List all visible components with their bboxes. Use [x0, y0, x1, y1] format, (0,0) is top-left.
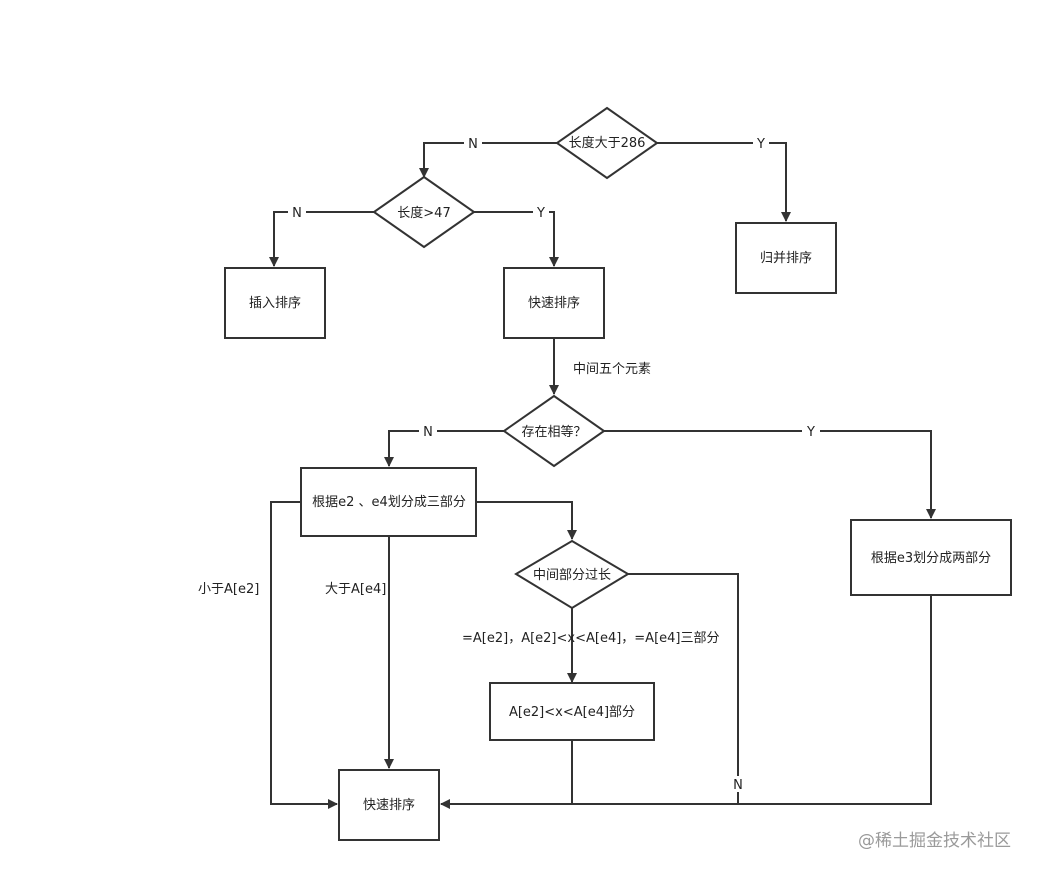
- insert-sort-label: 插入排序: [249, 296, 301, 311]
- quick-sort-2-label: 快速排序: [363, 798, 415, 813]
- edge-len286-to-merge: [657, 142, 791, 222]
- edge-label-equal-y: Y: [806, 425, 815, 440]
- decision-equal-label: 存在相等？: [521, 424, 586, 440]
- edge-label-less-e2: 小于A[e2]: [198, 582, 259, 597]
- quick-sort-1-label: 快速排序: [528, 296, 580, 311]
- decision-mid-long-label: 中间部分过长: [533, 568, 611, 583]
- edge-label-len47-y: Y: [536, 206, 545, 221]
- edge-len286-to-len47: [419, 142, 557, 178]
- split-three-label: 根据e2 、e4划分成三部分: [312, 495, 466, 510]
- box-merge-sort: [735, 222, 837, 294]
- edge-label-mid-long-n: N: [733, 778, 743, 793]
- mid-part-label: A[e2]<x<A[e4]部分: [509, 705, 635, 720]
- box-insert-sort: [224, 267, 326, 339]
- edge-equal-to-split-three: [384, 430, 504, 467]
- merge-sort-label: 归并排序: [760, 251, 812, 266]
- edge-label-len47-n: N: [292, 206, 302, 221]
- decision-len286: [555, 106, 659, 180]
- edge-less-e2-to-quick2: [270, 501, 338, 809]
- box-quick-sort-1: [503, 267, 605, 339]
- watermark: @稀土掘金技术社区: [858, 831, 1011, 851]
- edge-len47-to-insert: [269, 211, 374, 267]
- edge-split-three-to-mid-long: [476, 501, 577, 540]
- edge-label-equal-n: N: [423, 425, 433, 440]
- edge-label-len286-n: N: [468, 137, 478, 152]
- edge-label-len286-y: Y: [756, 137, 765, 152]
- box-quick-sort-2: [338, 769, 440, 841]
- decision-len47-label: 长度>47: [397, 205, 450, 221]
- split-two-label: 根据e3划分成两部分: [871, 551, 991, 566]
- decision-mid-long: [514, 539, 630, 610]
- edge-len47-to-quick: [474, 211, 559, 267]
- decision-equal: [502, 394, 606, 468]
- edge-equal-to-split-two: [604, 430, 936, 519]
- decision-len286-label: 长度大于286: [569, 135, 646, 151]
- edge-label-mid-five: 中间五个元素: [573, 362, 651, 377]
- edge-label-greater-e4: 大于A[e4]: [325, 582, 386, 597]
- edge-split-two-to-quick2: [440, 595, 932, 809]
- box-split-three: [300, 467, 477, 537]
- decision-len47: [372, 175, 476, 249]
- edge-mid-long-n: [628, 573, 739, 804]
- box-split-two: [850, 519, 1012, 596]
- box-mid-part: [489, 682, 655, 741]
- edge-label-three-parts: =A[e2]，A[e2]<x<A[e4]，=A[e4]三部分: [462, 631, 720, 646]
